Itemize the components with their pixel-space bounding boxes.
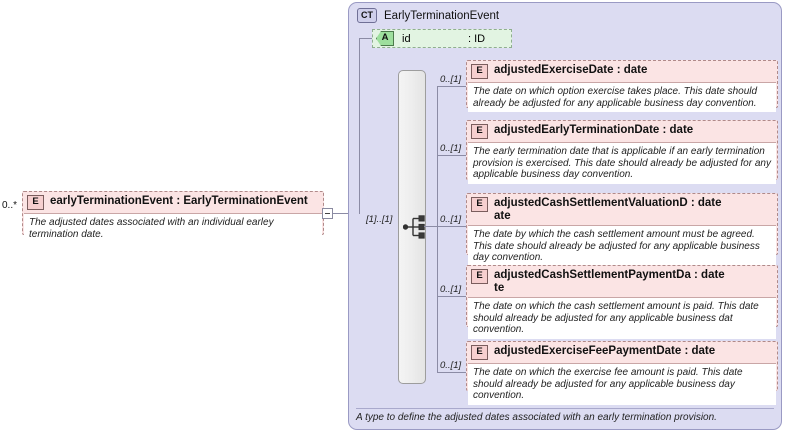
connector-compositor-trunk	[437, 86, 438, 372]
child-header-4: E adjustedCashSettlementPaymentDa : date…	[467, 266, 777, 297]
element-icon: E	[27, 195, 44, 210]
connector-child-3	[437, 226, 466, 227]
connector-compositor-stub	[424, 226, 437, 227]
cardinality-child-4: 0..[1]	[440, 284, 462, 295]
child-element-box-1[interactable]: E adjustedExerciseDate : date The date o…	[466, 60, 778, 112]
cardinality-child-3: 0..[1]	[440, 214, 462, 225]
child-documentation-3: The date by which the cash settlement am…	[468, 225, 776, 267]
child-element-box-5[interactable]: E adjustedExerciseFeePaymentDate : date …	[466, 341, 778, 405]
child-name-3-line1: adjustedCashSettlementValuationD : date	[494, 197, 722, 209]
child-documentation-2: The early termination date that is appli…	[468, 142, 776, 184]
child-name-4: adjustedCashSettlementPaymentDa : date t…	[494, 269, 725, 294]
connector-attribute-horizontal	[359, 38, 373, 39]
child-name-4-line1: adjustedCashSettlementPaymentDa : date	[494, 269, 725, 281]
child-documentation-5: The date on which the exercise fee amoun…	[468, 363, 776, 405]
attribute-type: : ID	[468, 32, 486, 45]
connector-child-5	[437, 372, 466, 373]
collapse-toggle-icon[interactable]	[322, 208, 333, 219]
connector-child-1	[437, 86, 466, 87]
complextype-title: CT EarlyTerminationEvent	[357, 8, 499, 23]
child-documentation-1: The date on which option exercise takes …	[468, 82, 776, 112]
root-multiplicity: 0..*	[2, 200, 18, 211]
cardinality-child-1: 0..[1]	[440, 74, 462, 85]
connector-child-2	[437, 155, 466, 156]
element-icon: E	[471, 124, 488, 139]
attribute-name: id	[402, 32, 411, 45]
root-element-header: E earlyTerminationEvent : EarlyTerminati…	[23, 192, 323, 213]
element-icon: E	[471, 197, 488, 212]
child-documentation-4: The date on which the cash settlement am…	[468, 297, 776, 339]
element-icon: E	[471, 269, 488, 284]
root-element-name: earlyTerminationEvent : EarlyTermination…	[50, 195, 308, 207]
child-element-box-2[interactable]: E adjustedEarlyTerminationDate : date Th…	[466, 120, 778, 184]
child-header-1: E adjustedExerciseDate : date	[467, 61, 777, 82]
child-name-3-line2: ate	[494, 209, 511, 222]
child-name-1: adjustedExerciseDate : date	[494, 64, 648, 76]
sequence-compositor[interactable]	[398, 70, 426, 384]
child-name-3: adjustedCashSettlementValuationD : date …	[494, 197, 722, 222]
child-name-2: adjustedEarlyTerminationDate : date	[494, 124, 694, 136]
connector-attribute-vertical	[359, 38, 360, 214]
connector-root-to-type	[333, 213, 360, 214]
element-icon: E	[471, 64, 488, 79]
compositor-cardinality: [1]..[1]	[366, 214, 393, 225]
element-icon: E	[471, 345, 488, 360]
connector-child-4	[437, 296, 466, 297]
sequence-icon	[403, 215, 425, 239]
child-header-5: E adjustedExerciseFeePaymentDate : date	[467, 342, 777, 363]
root-element-documentation: The adjusted dates associated with an in…	[24, 213, 322, 243]
cardinality-child-2: 0..[1]	[440, 143, 462, 154]
child-name-4-line2: te	[494, 281, 505, 294]
root-element-box[interactable]: E earlyTerminationEvent : EarlyTerminati…	[22, 191, 324, 243]
complextype-documentation: A type to define the adjusted dates asso…	[356, 408, 774, 423]
cardinality-child-5: 0..[1]	[440, 360, 462, 371]
attribute-icon: A	[376, 31, 394, 46]
complextype-icon: CT	[357, 8, 377, 23]
complextype-name: EarlyTerminationEvent	[384, 9, 500, 22]
child-header-3: E adjustedCashSettlementValuationD : dat…	[467, 194, 777, 225]
child-element-box-4[interactable]: E adjustedCashSettlementPaymentDa : date…	[466, 265, 778, 339]
child-header-2: E adjustedEarlyTerminationDate : date	[467, 121, 777, 142]
child-element-box-3[interactable]: E adjustedCashSettlementValuationD : dat…	[466, 193, 778, 267]
child-name-5: adjustedExerciseFeePaymentDate : date	[494, 345, 716, 357]
attribute-id-box[interactable]: A id : ID	[372, 29, 512, 48]
